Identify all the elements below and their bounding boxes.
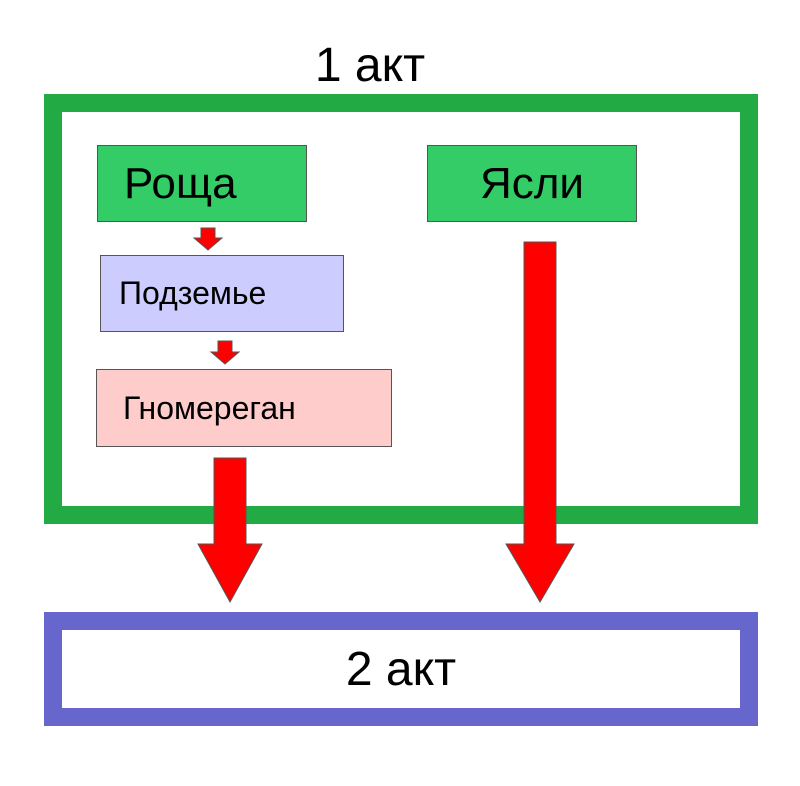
node-gnomeregan-label: Гномереган: [123, 389, 296, 426]
node-underground-label: Подземье: [119, 275, 267, 311]
node-gnomeregan: Гномереган: [96, 369, 392, 447]
act2-title: 2 акт: [345, 642, 457, 696]
act2-frame: 2 акт: [44, 612, 758, 726]
node-nursery-label: Ясли: [479, 158, 585, 208]
node-underground: Подземье: [100, 255, 344, 332]
node-grove-label: Роща: [124, 158, 237, 208]
act1-title: 1 акт: [314, 39, 426, 92]
node-nursery: Ясли: [427, 145, 637, 222]
node-grove: Роща: [97, 145, 307, 222]
